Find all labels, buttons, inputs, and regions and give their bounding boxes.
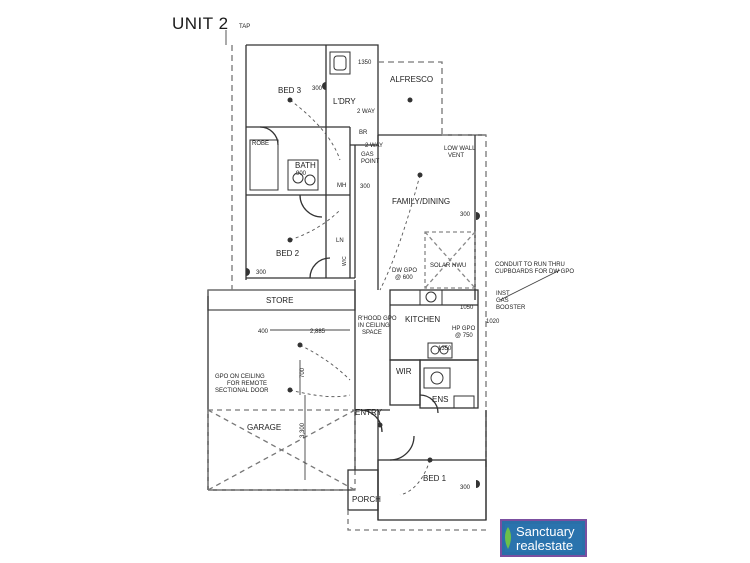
dw-gpo-line1: DW GPO — [392, 268, 417, 274]
room-label-entry: ENTRY — [355, 408, 383, 417]
logo-line2: realestate — [516, 538, 574, 553]
room-label-wc: W/C — [342, 256, 348, 266]
light-point — [417, 172, 423, 178]
rhood-line1: R'HOOD GPO — [358, 316, 397, 322]
dim-300-bed1: 300 — [460, 485, 471, 491]
gas-point-line1: GAS — [361, 152, 374, 158]
dim-900-bath: 900 — [296, 171, 307, 177]
gpo-ceiling-line1: GPO ON CEILING — [215, 374, 265, 380]
room-label-ln: LN — [336, 238, 344, 244]
gpo-ceiling-line2: FOR REMOTE — [227, 381, 267, 387]
dim-1350-top: 1350 — [358, 60, 372, 66]
room-label-mh: MH — [337, 183, 346, 189]
room-label-porch: PORCH — [352, 495, 381, 504]
inst-gas-line3: BOOSTER — [496, 305, 526, 311]
light-point — [287, 237, 293, 243]
room-label-store: STORE — [266, 296, 293, 305]
leaf-icon — [505, 527, 511, 549]
dim-300-bed2: 300 — [256, 270, 267, 276]
low-wall-vent-line1: LOW WALL — [444, 146, 476, 152]
room-label-family-dining: FAMILY/DINING — [392, 197, 450, 206]
two-way-b: 2 WAY — [365, 143, 383, 149]
rhood-line2: IN CEILING — [358, 323, 390, 329]
light-point — [287, 387, 293, 393]
hp-gpo-line1: HP GPO — [452, 326, 476, 332]
room-label-bed1: BED 1 — [423, 474, 447, 483]
room-label-ens: ENS — [432, 395, 448, 404]
porch-dash — [347, 510, 490, 531]
dim-1050: 1050 — [460, 305, 474, 311]
room-label-wir: WIR — [396, 367, 412, 376]
light-point — [427, 457, 433, 463]
dim-2885: 2,885 — [310, 329, 326, 335]
sanctuary-logo: Sanctuary realestate — [500, 519, 587, 557]
solar-hwu: SOLAR HWU — [430, 263, 466, 269]
dim-300-gas: 300 — [360, 184, 371, 190]
low-wall-vent-line2: VENT — [448, 153, 464, 159]
dim-700: 700 — [300, 367, 306, 378]
dw-gpo-line2: @ 600 — [395, 275, 413, 281]
dim-1020: 1020 — [486, 319, 500, 325]
room-label-bath: BATH — [295, 161, 316, 170]
inst-gas-line2: GAS — [496, 298, 509, 304]
room-label-bed3: BED 3 — [278, 86, 302, 95]
room-label-ldry: L'DRY — [333, 97, 356, 106]
dim-300-family: 300 — [460, 212, 471, 218]
room-label-garage: GARAGE — [247, 423, 281, 432]
light-point — [287, 97, 293, 103]
logo-line1: Sanctuary — [516, 524, 575, 539]
gpo-ceiling-line3: SECTIONAL DOOR — [215, 388, 269, 394]
light-point — [377, 422, 383, 428]
room-label-br: BR — [359, 130, 368, 136]
rhood-line3: SPACE — [362, 330, 382, 336]
alfresco-outline — [378, 61, 443, 135]
gas-point-line2: POINT — [361, 159, 380, 165]
room-label-alfresco: ALFRESCO — [390, 75, 433, 84]
plan-title: UNIT 2 — [172, 14, 229, 33]
dim-400: 400 — [258, 329, 269, 335]
inst-gas-line1: INST — [496, 291, 510, 297]
dim-300-bed3: 300 — [312, 86, 323, 92]
wall-bed3-block — [246, 44, 379, 146]
dim-3300: 3,300 — [300, 422, 306, 438]
conduit-line2: CUPBOARDS FOR DW GPO — [495, 269, 574, 275]
light-point — [297, 342, 303, 348]
tap-label: TAP — [239, 24, 250, 30]
room-label-bed2: BED 2 — [276, 249, 300, 258]
hp-gpo-line2: @ 750 — [455, 333, 473, 339]
two-way-a: 2 WAY — [357, 109, 375, 115]
room-label-robe: ROBE — [252, 141, 269, 147]
room-label-kitchen: KITCHEN — [405, 315, 440, 324]
conduit-line1: CONDUIT TO RUN THRU — [495, 262, 565, 268]
light-point — [407, 97, 413, 103]
dim-1350-kitchen: 1350 — [438, 346, 452, 352]
